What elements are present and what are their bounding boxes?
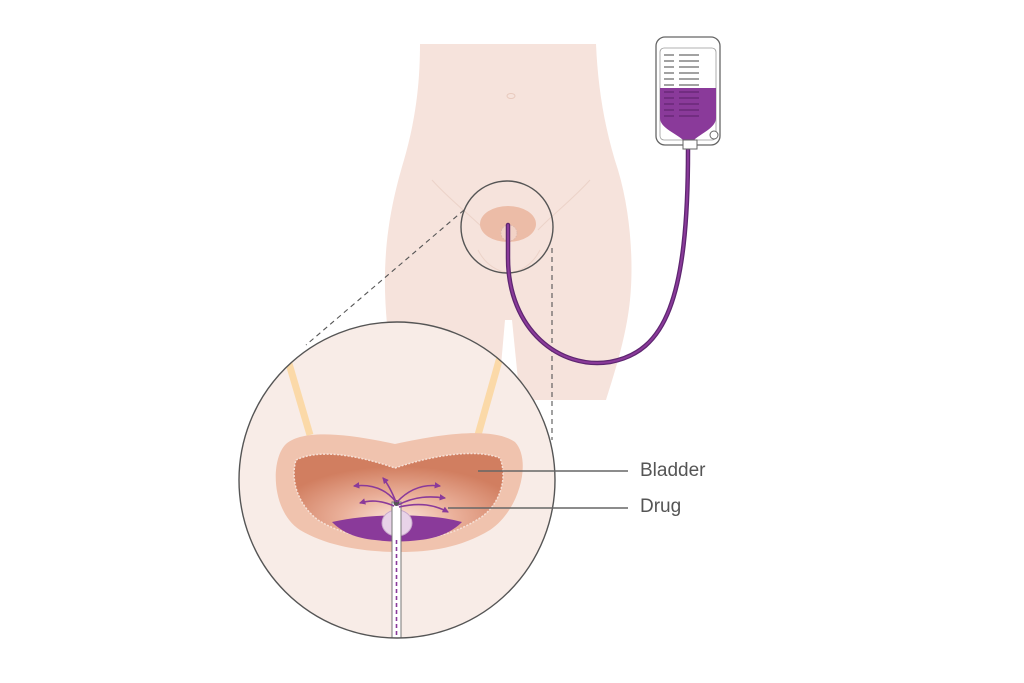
navel xyxy=(506,93,516,99)
bladder-cavity xyxy=(293,452,504,541)
bag-scale-markings xyxy=(664,54,699,86)
bag-port xyxy=(709,130,719,140)
bladder-label: Bladder xyxy=(640,460,706,481)
magnified-view xyxy=(238,321,556,639)
drug-flow-arrows xyxy=(352,477,449,513)
right-ureter xyxy=(474,349,506,436)
drug-label: Drug xyxy=(640,496,682,517)
zoom-connector-lines xyxy=(305,209,553,440)
drug-bag xyxy=(655,36,721,150)
